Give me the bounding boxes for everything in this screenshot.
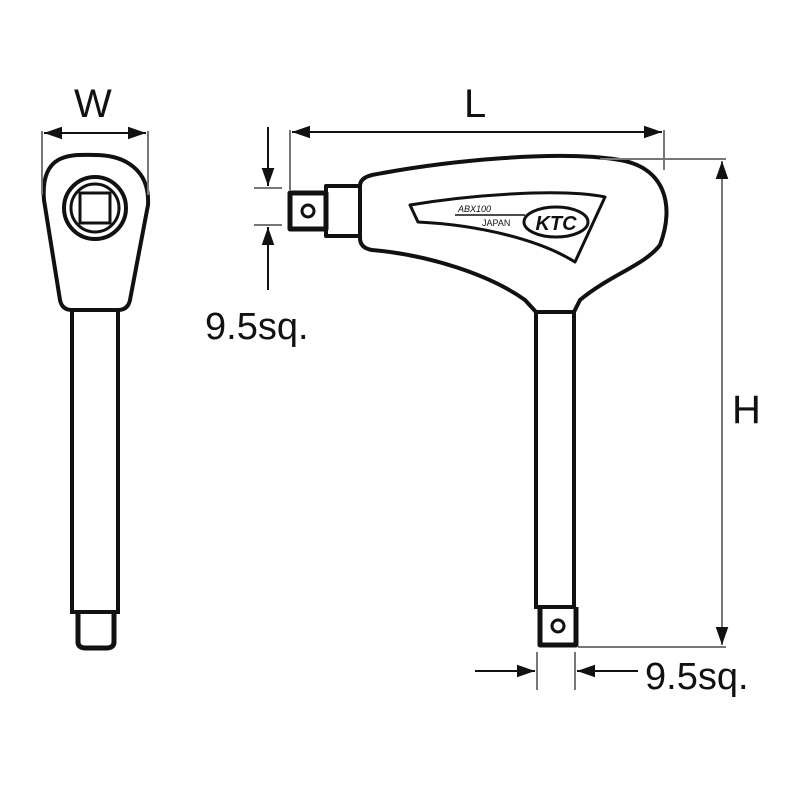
drive-inner-ring xyxy=(69,182,121,234)
square-drive-hole xyxy=(78,191,112,225)
height-dimension xyxy=(578,158,729,648)
end-view-bottom-drive xyxy=(75,612,117,651)
origin-text: JAPAN xyxy=(482,218,510,228)
side-view-bottom-drive xyxy=(537,607,579,648)
end-view-shaft xyxy=(70,310,120,612)
bottom-drive-ball xyxy=(550,618,566,634)
bottom-drive-dimension xyxy=(475,652,638,690)
length-dimension xyxy=(289,125,665,190)
side-drive-collar xyxy=(324,184,362,238)
side-view: ABX100 JAPAN KTC xyxy=(287,154,669,648)
width-dimension xyxy=(41,126,149,195)
side-drive-ball xyxy=(300,203,316,219)
side-drive-square xyxy=(287,190,329,232)
height-label: H xyxy=(732,388,761,432)
drive-outer-ring xyxy=(62,175,128,241)
length-label: L xyxy=(464,82,487,126)
end-view xyxy=(41,152,151,651)
handle-marking: ABX100 JAPAN xyxy=(455,204,525,228)
t-handle-body xyxy=(358,154,669,314)
width-label: W xyxy=(74,82,112,126)
handle-decal xyxy=(408,191,607,264)
side-drive-size-label: 9.5sq. xyxy=(205,306,309,348)
ktc-logo-text: KTC xyxy=(535,213,577,235)
side-drive-dimension xyxy=(254,127,282,290)
ratchet-head-outline xyxy=(41,152,151,312)
side-view-shaft xyxy=(534,312,576,607)
bottom-drive-size-label: 9.5sq. xyxy=(645,656,749,698)
model-text: ABX100 xyxy=(457,204,491,214)
ktc-logo-oval xyxy=(522,205,590,239)
